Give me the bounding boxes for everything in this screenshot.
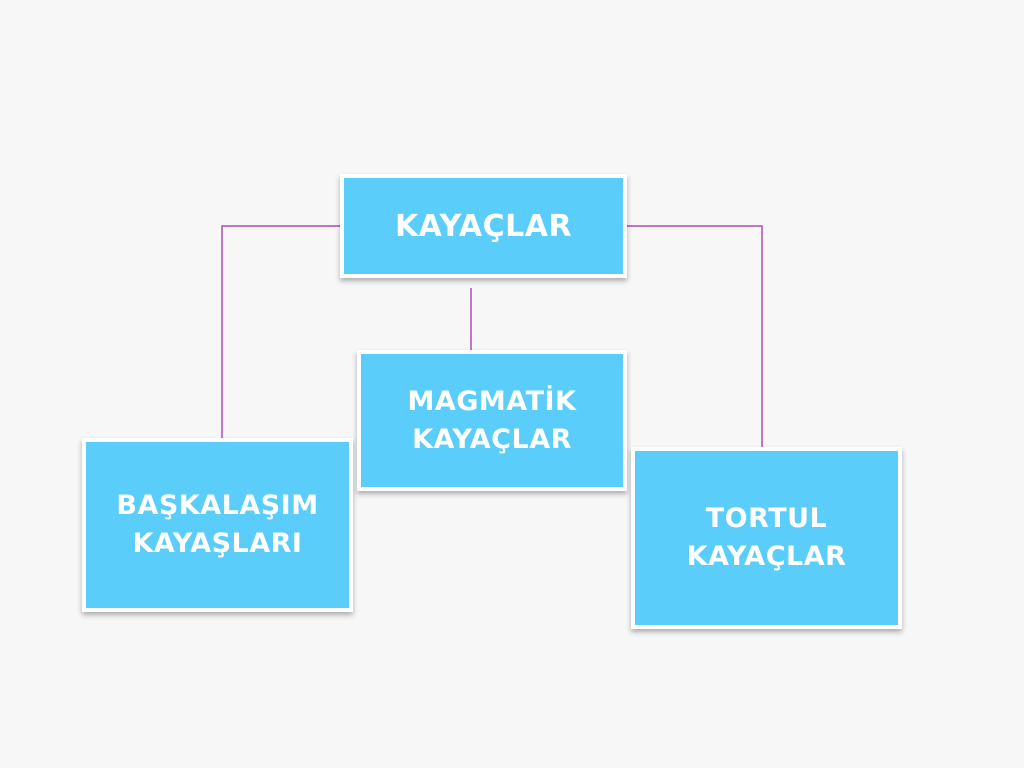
- connector-root-to-tortul: [625, 225, 763, 449]
- root-node-label: KAYAÇLAR: [394, 208, 573, 244]
- connector-root-to-baskalasim: [221, 225, 342, 440]
- root-node-kayaclar[interactable]: KAYAÇLAR: [340, 174, 627, 278]
- child-node-baskalasim[interactable]: BAŞKALAŞIM KAYAŞLARI: [82, 438, 353, 612]
- magmatik-node-label: MAGMATİK KAYAÇLAR: [407, 385, 577, 455]
- child-node-magmatik[interactable]: MAGMATİK KAYAÇLAR: [357, 350, 627, 491]
- baskalasim-node-label: BAŞKALAŞIM KAYAŞLARI: [116, 490, 319, 559]
- tortul-node-label: TORTUL KAYAÇLAR: [686, 503, 847, 572]
- child-node-tortul[interactable]: TORTUL KAYAÇLAR: [631, 447, 902, 629]
